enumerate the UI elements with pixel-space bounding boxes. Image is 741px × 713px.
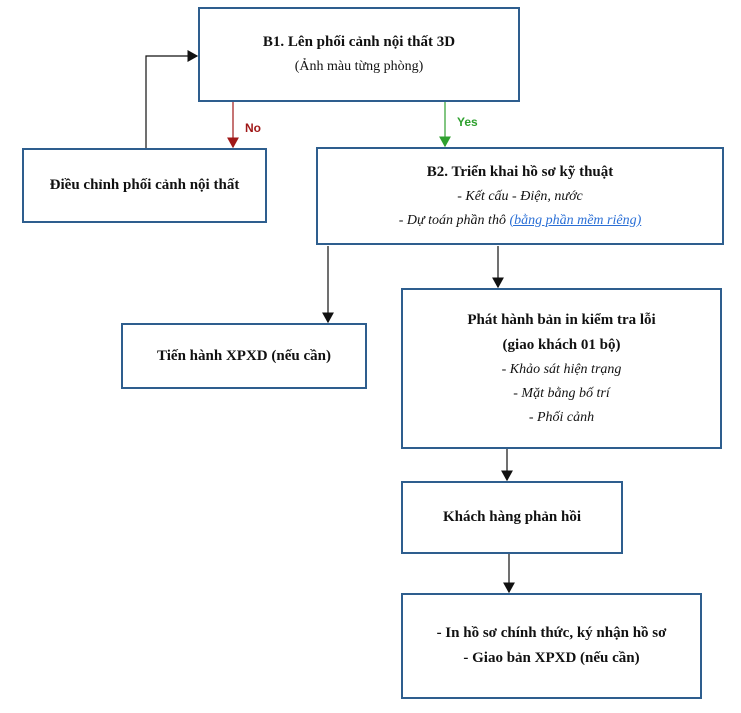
node-adjust: Điều chỉnh phối cảnh nội thất [22,148,267,223]
node-feedback: Khách hàng phản hồi [401,481,623,554]
node-final-line2: - Giao bản XPXD (nếu cần) [463,650,640,666]
node-xpxd: Tiến hành XPXD (nếu cần) [121,323,367,389]
edge-adjust-to-b1 [145,50,199,150]
node-final: - In hồ sơ chính thức, ký nhận hồ sơ - G… [401,593,702,699]
node-b1: B1. Lên phối cảnh nội thất 3D (Ảnh màu t… [198,7,520,102]
node-b1-subtitle: (Ảnh màu từng phòng) [294,59,424,74]
node-print-item: - Khảo sát hiện trạng [501,361,622,377]
node-b2-title: B2. Triển khai hồ sơ kỹ thuật [426,163,614,180]
node-print: Phát hành bản in kiểm tra lỗi (giao khác… [401,288,722,449]
node-b2-item2: - Dự toán phần thô (bằng phần mềm riêng) [399,213,642,229]
node-adjust-title: Điều chỉnh phối cảnh nội thất [49,177,240,193]
node-xpxd-title: Tiến hành XPXD (nếu cần) [157,347,331,364]
edge-yes-label: Yes [457,115,478,129]
node-print-title2: (giao khách 01 bộ) [502,336,621,353]
node-b2-item2-text: - Dự toán phần thô [398,212,510,228]
node-print-item: - Mặt bằng bố trí [513,385,610,401]
node-feedback-title: Khách hàng phản hồi [443,509,581,525]
software-link[interactable]: (bằng phần mềm riêng) [509,212,642,228]
edge-no-label: No [245,121,261,135]
node-print-title1: Phát hành bản in kiểm tra lỗi [467,311,656,328]
node-print-item: - Phối cảnh [528,409,595,425]
node-b1-title: B1. Lên phối cảnh nội thất 3D [262,34,456,50]
node-final-line1: - In hồ sơ chính thức, ký nhận hồ sơ [436,625,667,641]
node-b2: B2. Triển khai hồ sơ kỹ thuật - Kết cấu … [316,147,724,245]
node-b2-item1: - Kết cấu - Điện, nước [457,188,583,204]
